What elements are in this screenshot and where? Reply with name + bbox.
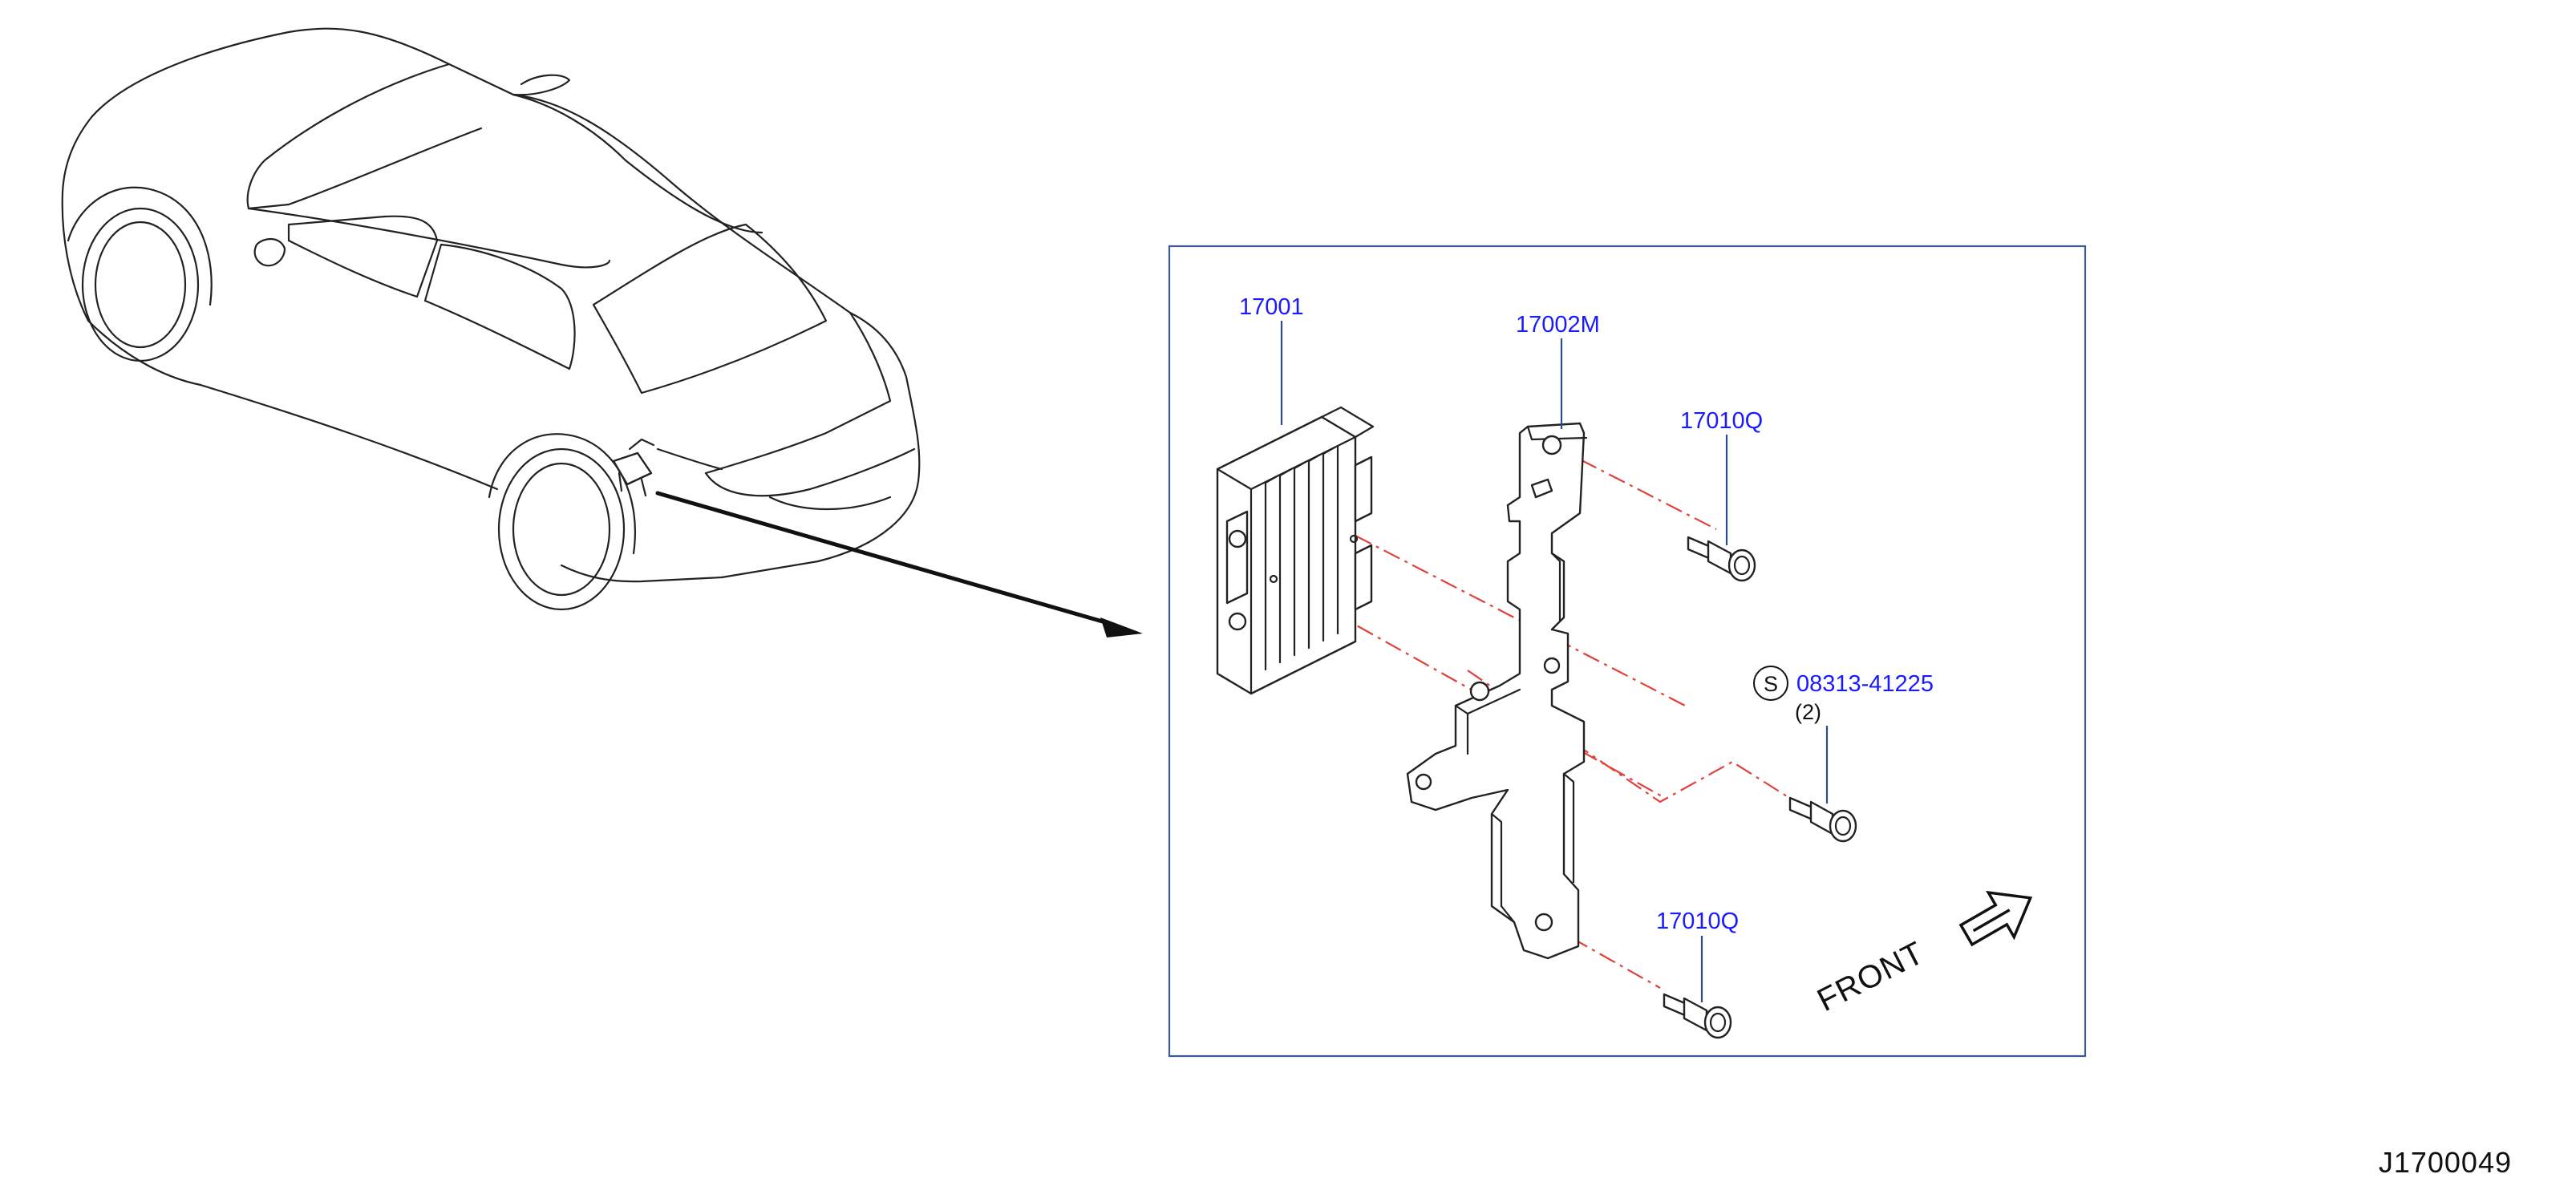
front-label: FRONT — [1812, 935, 1930, 1018]
part-quantity-08313-41225: (2) — [1795, 700, 1821, 724]
part-label-17010Q-lower[interactable]: 17010Q — [1656, 909, 1739, 934]
detail-frame — [1168, 245, 2087, 1058]
leader-lines — [1280, 321, 1829, 1002]
part-label-17010Q-upper[interactable]: 17010Q — [1680, 408, 1763, 434]
module-location-marker — [612, 438, 655, 497]
standard-part-symbol-letter: S — [1764, 672, 1778, 696]
bolt-17010Q-upper[interactable] — [1687, 536, 1756, 582]
front-arrow-icon — [1958, 890, 2033, 947]
part-label-08313-41225[interactable]: 08313-41225 — [1796, 671, 1934, 697]
control-module-17001[interactable] — [1216, 406, 1375, 695]
bolt-08313-41225[interactable] — [1788, 796, 1857, 843]
bracket-17002M[interactable] — [1406, 422, 1588, 960]
bolt-17010Q-lower[interactable] — [1663, 993, 1732, 1039]
part-label-17002M[interactable]: 17002M — [1516, 312, 1600, 338]
standard-part-symbol: S — [1753, 666, 1788, 701]
part-label-17001[interactable]: 17001 — [1239, 294, 1304, 320]
detail-pointer-arrow — [655, 491, 1143, 638]
vehicle-overview-illustration — [61, 27, 921, 611]
front-direction-indicator: FRONT — [1812, 890, 2033, 1018]
diagram-reference-code: J1700049 — [2379, 1146, 2512, 1179]
